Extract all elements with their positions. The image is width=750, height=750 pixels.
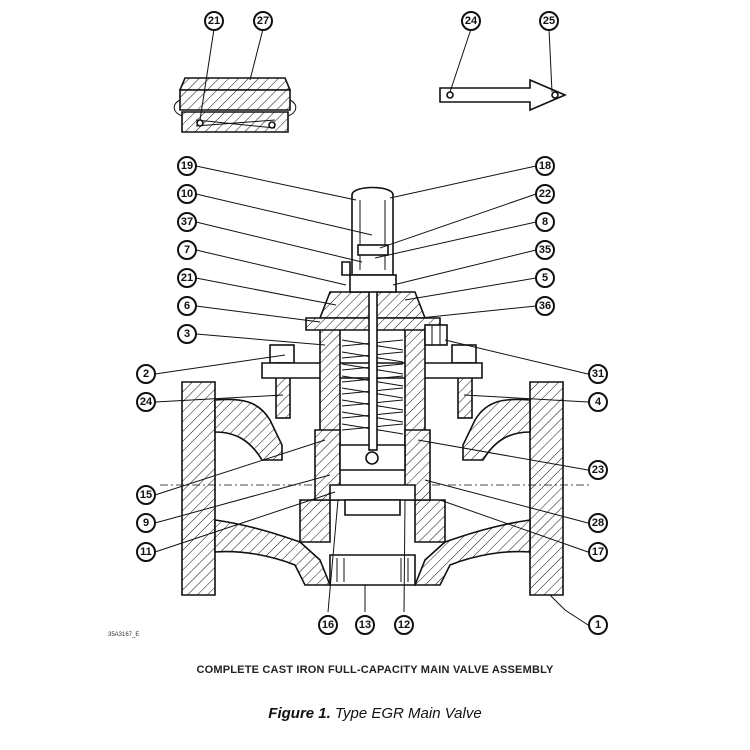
callout-21: 21: [177, 268, 197, 288]
callout-24-top: 24: [461, 11, 481, 31]
detail-flow-arrow: [439, 78, 568, 112]
callout-label: 36: [539, 300, 551, 312]
callout-35: 35: [535, 240, 555, 260]
callout-19: 19: [177, 156, 197, 176]
callout-21-top: 21: [204, 11, 224, 31]
callout-5: 5: [535, 268, 555, 288]
callout-label: 24: [140, 396, 153, 408]
callout-24: 24: [136, 392, 156, 412]
callout-27: 27: [253, 11, 273, 31]
callout-label: 2: [143, 368, 149, 380]
callout-label: 9: [143, 517, 149, 529]
callout-label: 15: [140, 489, 152, 501]
callout-28: 28: [588, 513, 608, 533]
detail-retainer-view: [173, 77, 297, 133]
callout-10: 10: [177, 184, 197, 204]
callout-label: 10: [181, 188, 193, 200]
callout-label: 1: [595, 619, 601, 631]
callout-23: 23: [588, 460, 608, 480]
callout-label: 21: [181, 272, 193, 284]
callout-15: 15: [136, 485, 156, 505]
callout-31: 31: [588, 364, 608, 384]
main-valve-body: [160, 381, 590, 596]
drawing-number: 35A3167_E: [108, 632, 140, 638]
callout-7: 7: [177, 240, 197, 260]
callout-label: 13: [359, 619, 371, 631]
callout-label: 28: [592, 517, 604, 529]
callout-17: 17: [588, 542, 608, 562]
callout-4: 4: [588, 392, 608, 412]
callout-8: 8: [535, 212, 555, 232]
callout-label: 7: [184, 244, 190, 256]
callout-6: 6: [177, 296, 197, 316]
callout-label: 19: [181, 160, 193, 172]
callout-label: 27: [257, 15, 269, 27]
callout-label: 6: [184, 300, 190, 312]
callout-label: 3: [184, 328, 190, 340]
callout-label: 31: [592, 368, 604, 380]
callout-9: 9: [136, 513, 156, 533]
callout-22: 22: [535, 184, 555, 204]
callout-3: 3: [177, 324, 197, 344]
callout-label: 37: [181, 216, 193, 228]
callout-12: 12: [394, 615, 414, 635]
callout-label: 21: [208, 15, 220, 27]
callout-25: 25: [539, 11, 559, 31]
callout-label: 22: [539, 188, 551, 200]
figure-caption-text: Type EGR Main Valve: [330, 705, 482, 722]
callout-label: 8: [542, 216, 548, 228]
callout-label: 18: [539, 160, 551, 172]
callout-2: 2: [136, 364, 156, 384]
callout-label: 11: [140, 546, 152, 558]
callout-label: 24: [465, 15, 478, 27]
callout-label: 35: [539, 244, 551, 256]
callout-label: 25: [543, 15, 555, 27]
callout-11: 11: [136, 542, 156, 562]
callout-label: 23: [592, 464, 604, 476]
bonnet-spring-case: [261, 186, 483, 516]
callout-label: 5: [542, 272, 548, 284]
callout-label: 12: [398, 619, 410, 631]
callout-label: 4: [595, 396, 602, 408]
figure-caption: Figure 1. Type EGR Main Valve: [0, 705, 750, 722]
callout-16: 16: [318, 615, 338, 635]
callout-37: 37: [177, 212, 197, 232]
assembly-title: COMPLETE CAST IRON FULL-CAPACITY MAIN VA…: [196, 664, 554, 676]
callout-label: 17: [592, 546, 604, 558]
figure-number: Figure 1.: [268, 705, 331, 722]
callout-36: 36: [535, 296, 555, 316]
leader-lines: [154, 28, 589, 626]
callout-18: 18: [535, 156, 555, 176]
callout-1: 1: [588, 615, 608, 635]
callout-label: 16: [322, 619, 334, 631]
callout-13: 13: [355, 615, 375, 635]
